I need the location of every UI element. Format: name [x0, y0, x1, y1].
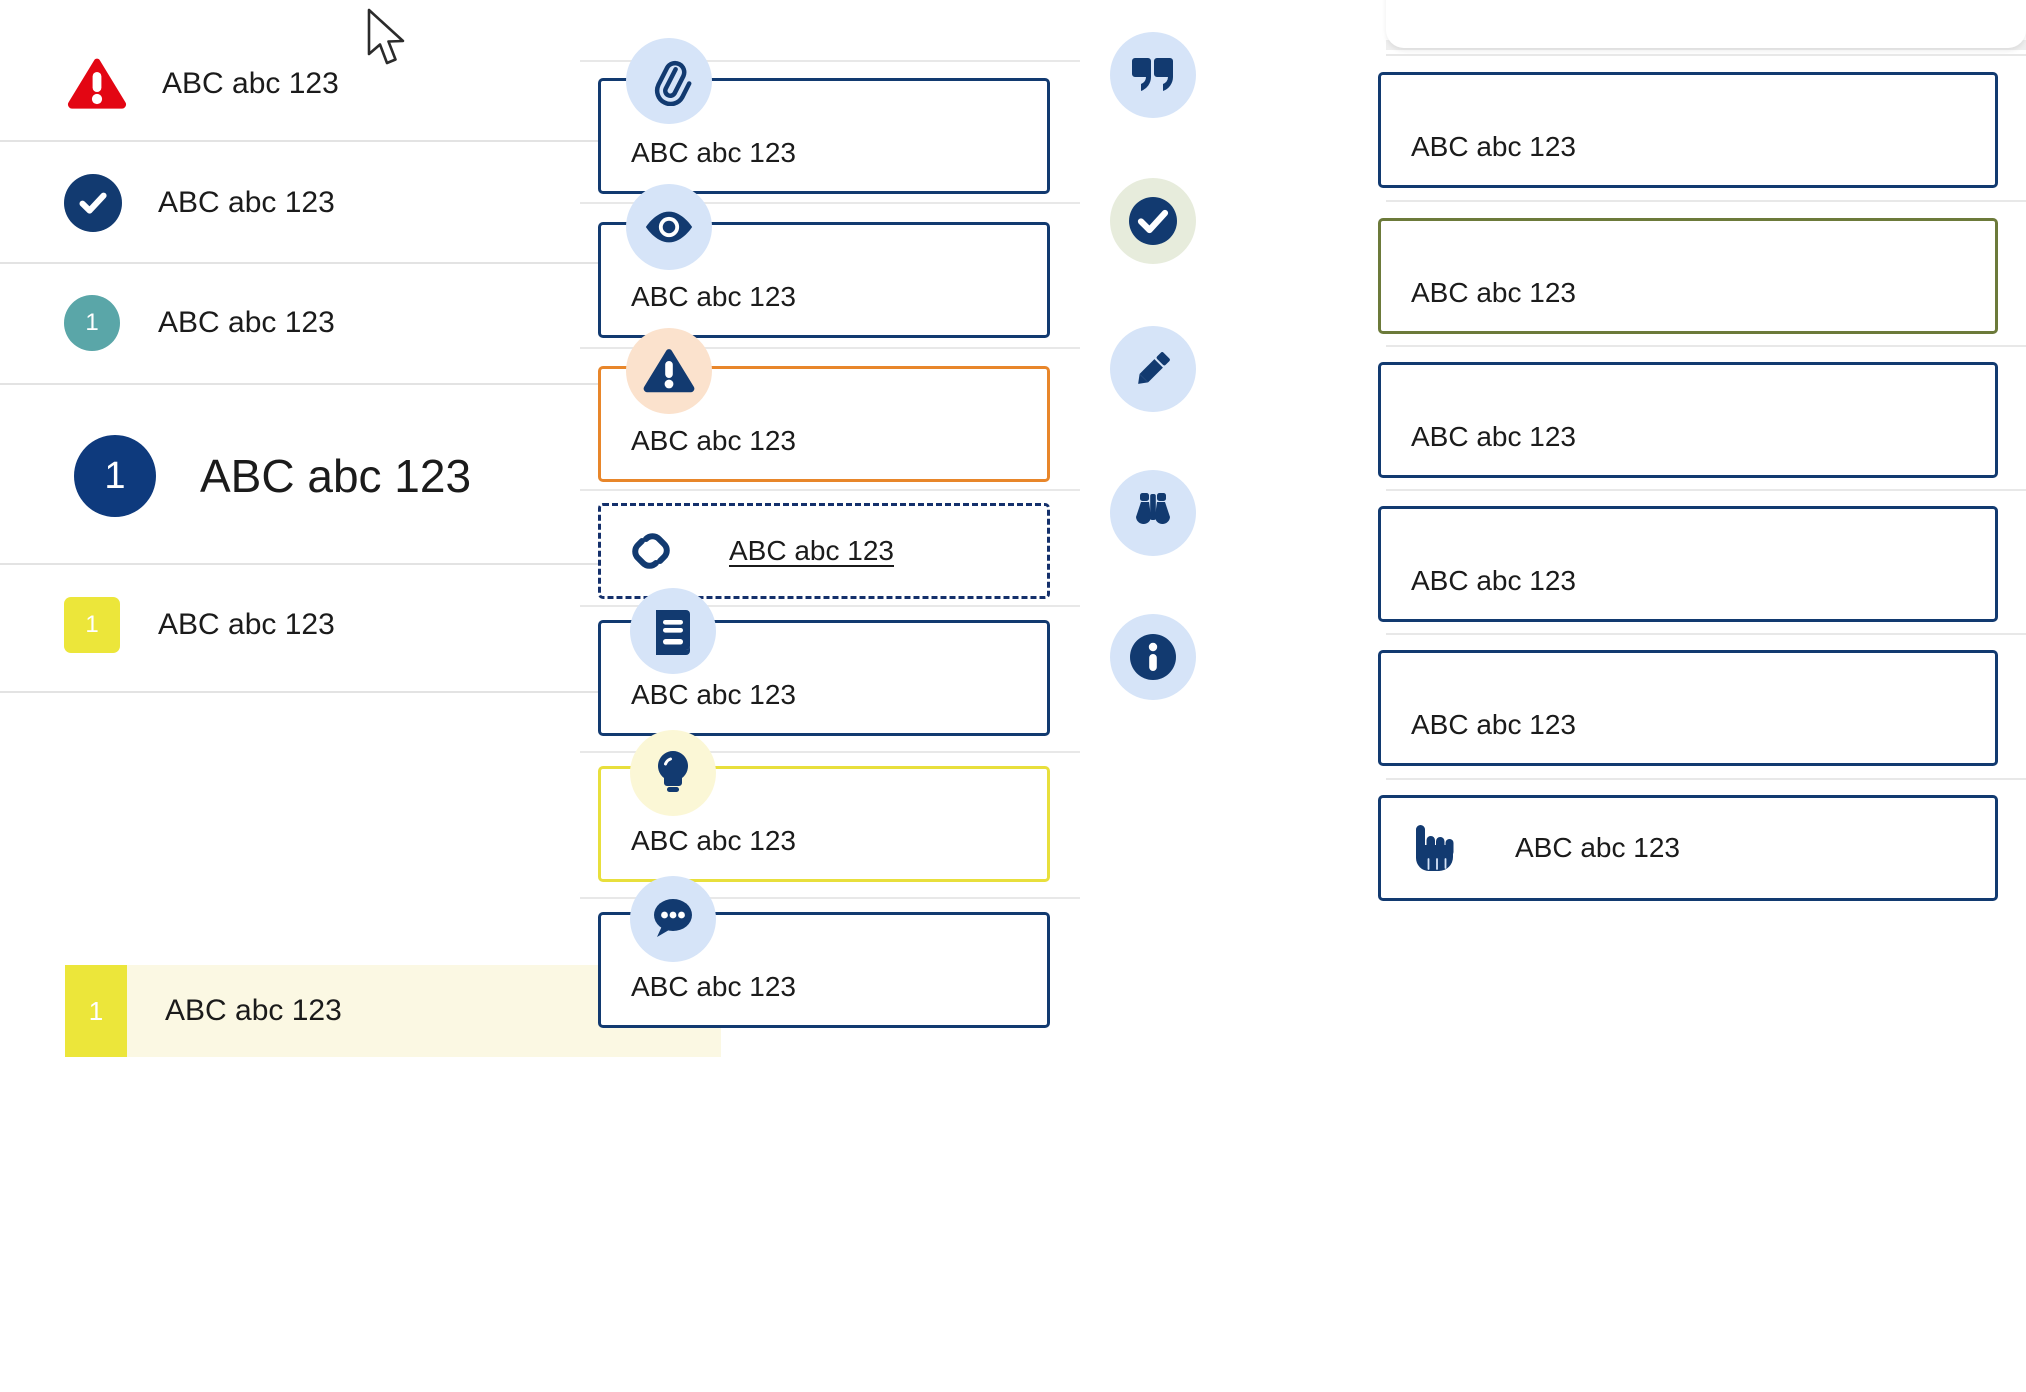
- reference-card[interactable]: ABC abc 123: [598, 620, 1050, 736]
- row-separator: [1386, 54, 2026, 56]
- row-separator: [580, 60, 1080, 62]
- action-card[interactable]: ABC abc 123: [1378, 795, 1998, 901]
- check-circle-icon: [64, 174, 122, 232]
- card-label: ABC abc 123: [631, 679, 796, 710]
- edit-card[interactable]: ABC abc 123: [1378, 362, 1998, 478]
- info-circle-icon: [1110, 614, 1196, 700]
- sidebar-item-teal-count[interactable]: 1 ABC abc 123: [0, 295, 762, 351]
- pointing-hand-icon: [1407, 819, 1459, 877]
- sidebar-item-label: ABC abc 123: [162, 67, 339, 100]
- card-label: ABC abc 123: [1411, 565, 1576, 596]
- list-separator: [0, 383, 762, 385]
- list-separator: [0, 563, 762, 565]
- book-icon: [630, 588, 716, 674]
- row-separator: [580, 202, 1080, 204]
- link-chain-icon: [625, 527, 677, 575]
- row-separator: [1386, 200, 2026, 202]
- row-separator: [580, 347, 1080, 349]
- sidebar-item-alert[interactable]: ABC abc 123: [0, 55, 762, 113]
- speech-bubble-icon: [630, 876, 716, 962]
- right-card-column: ABC abc 123 ABC abc 123 ABC abc 123: [1110, 0, 2026, 1392]
- top-panel-edge: [1386, 0, 2026, 48]
- observe-card[interactable]: ABC abc 123: [1378, 506, 1998, 622]
- sidebar-item-label: ABC abc 123: [158, 306, 335, 339]
- badge-count: 1: [104, 454, 126, 497]
- sidebar-item-primary-count[interactable]: 1 ABC abc 123: [0, 435, 762, 517]
- row-separator: [580, 897, 1080, 899]
- check-circle-icon: [1110, 178, 1196, 264]
- badge-count: 1: [88, 995, 104, 1026]
- card-label: ABC abc 123: [1515, 832, 1680, 863]
- list-separator: [0, 140, 762, 142]
- paperclip-icon: [626, 38, 712, 124]
- number-badge-icon: 1: [65, 965, 127, 1057]
- sidebar-item-label: ABC abc 123: [158, 186, 335, 219]
- card-label: ABC abc 123: [1411, 709, 1576, 740]
- row-separator: [580, 489, 1080, 491]
- badge-count: 1: [85, 611, 99, 638]
- row-separator: [580, 751, 1080, 753]
- card-label: ABC abc 123: [631, 137, 796, 168]
- lightbulb-icon: [630, 730, 716, 816]
- card-label: ABC abc 123: [1411, 131, 1576, 162]
- sidebar-item-label: ABC abc 123: [158, 608, 335, 641]
- sidebar-item-label: ABC abc 123: [200, 450, 472, 502]
- card-label: ABC abc 123: [631, 281, 796, 312]
- sidebar-item-yellow-count[interactable]: 1 ABC abc 123: [0, 597, 762, 653]
- row-separator: [1386, 778, 2026, 780]
- eye-icon: [626, 184, 712, 270]
- number-badge-icon: 1: [64, 295, 120, 351]
- binoculars-icon: [1110, 470, 1196, 556]
- pencil-icon: [1110, 326, 1196, 412]
- quotation-mark-icon: [1110, 32, 1196, 118]
- row-separator: [1386, 489, 2026, 491]
- card-link-label[interactable]: ABC abc 123: [729, 535, 894, 566]
- row-separator: [1386, 345, 2026, 347]
- warning-triangle-icon: [66, 56, 128, 112]
- preview-card[interactable]: ABC abc 123: [598, 222, 1050, 338]
- row-separator: [1386, 633, 2026, 635]
- warning-triangle-icon: [626, 328, 712, 414]
- sidebar-item-success[interactable]: ABC abc 123: [0, 174, 762, 232]
- info-card[interactable]: ABC abc 123: [1378, 650, 1998, 766]
- middle-card-column: ABC abc 123 ABC abc 123 ABC abc 123: [580, 0, 1392, 1392]
- number-badge-icon: 1: [74, 435, 156, 517]
- approved-card[interactable]: ABC abc 123: [1378, 218, 1998, 334]
- badge-count: 1: [85, 309, 99, 336]
- row-separator: [580, 605, 1080, 607]
- card-label: ABC abc 123: [631, 425, 796, 456]
- card-label: ABC abc 123: [631, 971, 796, 1002]
- quote-card[interactable]: ABC abc 123: [1378, 72, 1998, 188]
- card-label: ABC abc 123: [1411, 421, 1576, 452]
- link-card[interactable]: ABC abc 123: [598, 503, 1050, 599]
- list-separator: [0, 262, 762, 264]
- sidebar-item-label: ABC abc 123: [165, 994, 342, 1027]
- card-label: ABC abc 123: [1411, 277, 1576, 308]
- card-label: ABC abc 123: [631, 825, 796, 856]
- list-separator: [0, 691, 762, 693]
- attachment-card[interactable]: ABC abc 123: [598, 78, 1050, 194]
- number-badge-icon: 1: [64, 597, 120, 653]
